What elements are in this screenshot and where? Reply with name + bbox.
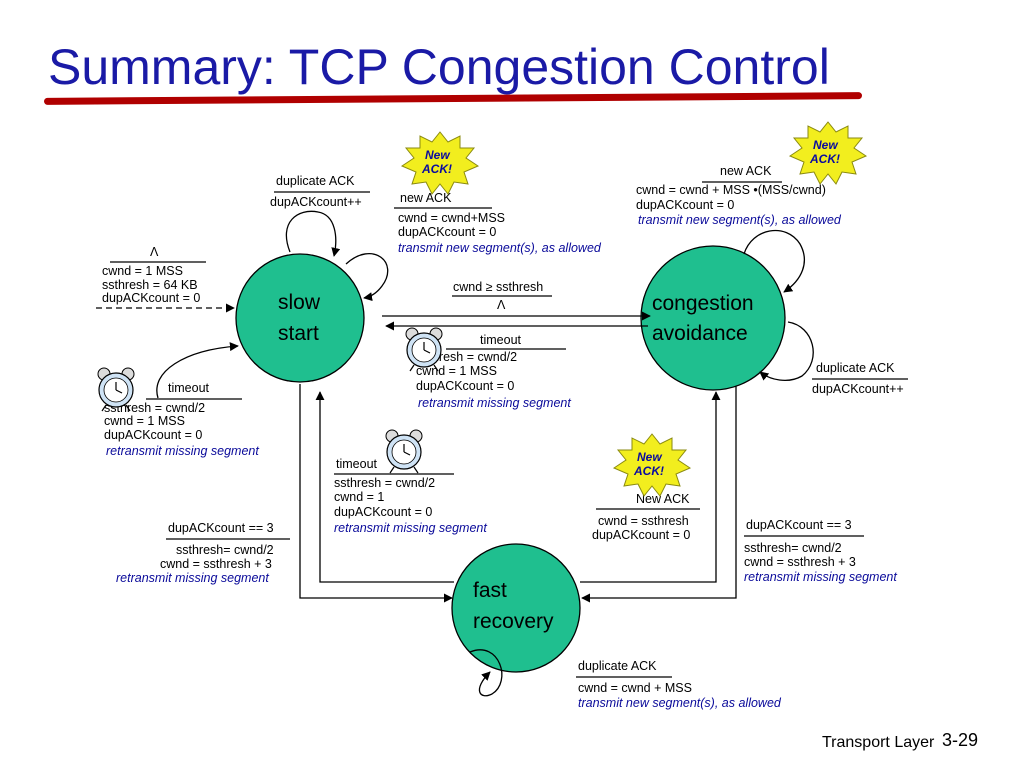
alarm-clock-icon xyxy=(385,429,423,474)
fr-to-ca-event: New ACK xyxy=(636,492,690,506)
ss-to-ca-event: cwnd ≥ ssthresh xyxy=(453,280,543,294)
state-slow-start-label-1: slow xyxy=(278,291,321,314)
state-congestion-avoidance xyxy=(640,245,786,391)
new-ack-badge-1: New ACK! xyxy=(400,131,480,195)
state-fast-recovery-label-1: fast xyxy=(473,579,507,602)
new-ack-badge-1-line-1: New xyxy=(425,148,450,162)
ca-to-fr-event: dupACKcount == 3 xyxy=(746,518,852,532)
ss-dup-ack-loop xyxy=(285,210,341,257)
fr-to-ss-action-1: ssthresh = cwnd/2 xyxy=(334,476,435,490)
ss-to-ca-action: Λ xyxy=(497,298,506,312)
new-ack-badge-1-line-2: ACK! xyxy=(421,162,452,176)
state-congestion-avoidance-label-1: congestion xyxy=(652,292,754,315)
initial-action-1: cwnd = 1 MSS xyxy=(102,264,183,278)
ca-to-ss-action-3: dupACKcount = 0 xyxy=(416,379,514,393)
state-slow-start-label-2: start xyxy=(278,322,319,345)
ss-new-ack-loop xyxy=(345,253,389,302)
ca-to-fr-note: retransmit missing segment xyxy=(744,570,897,584)
new-ack-badge-2: New ACK! xyxy=(788,121,868,185)
new-ack-badge-2-line-2: ACK! xyxy=(809,152,840,166)
ss-to-fr-event: dupACKcount == 3 xyxy=(168,521,274,535)
fr-to-ss-action-2: cwnd = 1 xyxy=(334,490,384,504)
ca-to-fr-action-1: ssthresh= cwnd/2 xyxy=(744,541,842,555)
fr-dup-ack-note: transmit new segment(s), as allowed xyxy=(578,696,782,710)
ss-new-ack-action-2: dupACKcount = 0 xyxy=(398,225,496,239)
alarm-clock-icon xyxy=(405,327,443,372)
fr-to-ss-event: timeout xyxy=(336,457,378,471)
fr-to-ca-arrow xyxy=(580,391,721,583)
footer-label: Transport Layer xyxy=(822,734,935,751)
ss-to-fr-arrow xyxy=(299,384,453,603)
state-slow-start xyxy=(235,253,365,383)
new-ack-badge-2-line-1: New xyxy=(813,138,838,152)
ca-dup-ack-action: dupACKcount++ xyxy=(812,382,904,396)
starburst-icon xyxy=(400,131,480,195)
ss-timeout-note: retransmit missing segment xyxy=(106,444,259,458)
starburst-icon xyxy=(788,121,868,185)
alarm-clock-icon xyxy=(97,367,135,412)
slide-title: Summary: TCP Congestion Control xyxy=(48,39,830,95)
ss-timeout-loop xyxy=(156,342,239,399)
ca-new-ack-note: transmit new segment(s), as allowed xyxy=(638,213,842,227)
new-ack-badge-3-line-1: New xyxy=(637,450,662,464)
ss-timeout-event: timeout xyxy=(168,381,210,395)
ss-timeout-action-1: ssthresh = cwnd/2 xyxy=(104,401,205,415)
fr-dup-ack-loop xyxy=(469,649,503,697)
fr-to-ss-action-3: dupACKcount = 0 xyxy=(334,505,432,519)
ss-dup-ack-event: duplicate ACK xyxy=(276,174,355,188)
fr-dup-ack-event: duplicate ACK xyxy=(578,659,657,673)
ss-to-fr-note: retransmit missing segment xyxy=(116,571,269,585)
initial-action-3: dupACKcount = 0 xyxy=(102,291,200,305)
ss-to-fr-action-1: ssthresh= cwnd/2 xyxy=(176,543,274,557)
new-ack-badge-3-line-2: ACK! xyxy=(633,464,664,478)
fr-dup-ack-action: cwnd = cwnd + MSS xyxy=(578,681,692,695)
ca-to-fr-action-2: cwnd = ssthresh + 3 xyxy=(744,555,856,569)
ca-dup-ack-event: duplicate ACK xyxy=(816,361,895,375)
ss-new-ack-action-1: cwnd = cwnd+MSS xyxy=(398,211,505,225)
fr-to-ss-arrow xyxy=(315,391,454,583)
ca-new-ack-action-2: dupACKcount = 0 xyxy=(636,198,734,212)
fr-to-ca-action-1: cwnd = ssthresh xyxy=(598,514,689,528)
new-ack-badge-3: New ACK! xyxy=(612,433,692,497)
ca-to-ss-event: timeout xyxy=(480,333,522,347)
page-number: 3-29 xyxy=(942,730,979,750)
state-fast-recovery xyxy=(451,543,581,673)
ss-new-ack-note: transmit new segment(s), as allowed xyxy=(398,241,602,255)
ss-to-fr-action-2: cwnd = ssthresh + 3 xyxy=(160,557,272,571)
ca-new-ack-action-1: cwnd = cwnd + MSS •(MSS/cwnd) xyxy=(636,183,826,197)
ss-timeout-action-3: dupACKcount = 0 xyxy=(104,428,202,442)
initial-event: Λ xyxy=(150,245,159,259)
ca-to-ss-note: retransmit missing segment xyxy=(418,396,571,410)
state-congestion-avoidance-label-2: avoidance xyxy=(652,322,748,345)
ca-new-ack-loop xyxy=(743,229,805,293)
ss-dup-ack-action: dupACKcount++ xyxy=(270,195,362,209)
fr-to-ss-note: retransmit missing segment xyxy=(334,521,487,535)
ca-dup-ack-loop xyxy=(759,321,814,382)
fr-to-ca-action-2: dupACKcount = 0 xyxy=(592,528,690,542)
state-fast-recovery-label-2: recovery xyxy=(473,610,554,633)
ca-to-ss-action-1: ssthresh = cwnd/2 xyxy=(416,350,517,364)
starburst-icon xyxy=(612,433,692,497)
initial-action-2: ssthresh = 64 KB xyxy=(102,278,198,292)
ss-timeout-action-2: cwnd = 1 MSS xyxy=(104,414,185,428)
ca-new-ack-event: new ACK xyxy=(720,164,772,178)
ca-to-fr-arrow xyxy=(581,386,737,603)
ss-new-ack-event: new ACK xyxy=(400,191,452,205)
